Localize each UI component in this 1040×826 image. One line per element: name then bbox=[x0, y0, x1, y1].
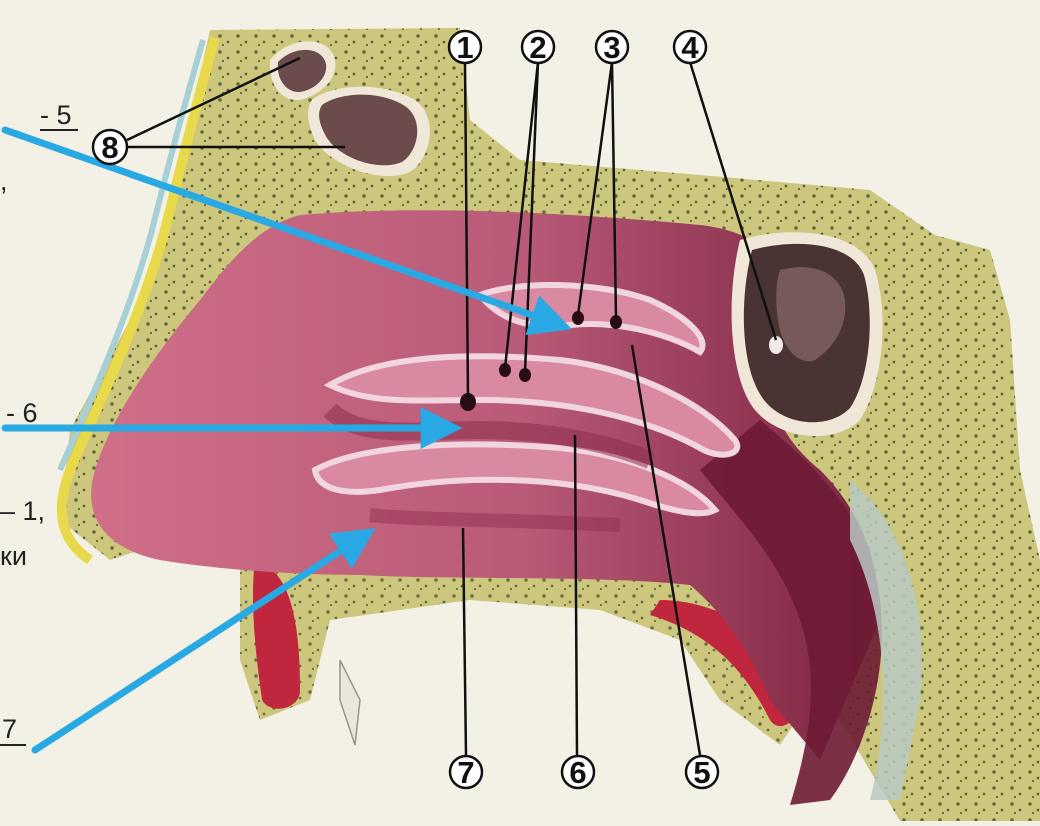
label-7: 7 bbox=[2, 714, 17, 744]
svg-text:5: 5 bbox=[693, 755, 710, 790]
svg-text:6: 6 bbox=[569, 755, 586, 790]
label-ki: ки bbox=[0, 541, 27, 571]
sphenoid-sinus bbox=[732, 232, 883, 436]
svg-text:2: 2 bbox=[529, 30, 546, 65]
callout-6: 6 bbox=[562, 755, 594, 790]
callout-7: 7 bbox=[450, 755, 482, 790]
callout-8: 8 bbox=[93, 130, 127, 165]
callout-3: 3 bbox=[596, 30, 628, 65]
label-5: - 5 bbox=[40, 100, 72, 130]
left-margin-labels: - 5 , - 6 – 1, ки 7 bbox=[0, 100, 78, 745]
svg-text:1: 1 bbox=[456, 30, 473, 65]
svg-text:4: 4 bbox=[681, 30, 699, 65]
label-1: – 1, bbox=[0, 496, 45, 526]
callout-4: 4 bbox=[674, 30, 706, 65]
comma-mark: , bbox=[0, 166, 8, 196]
svg-text:8: 8 bbox=[101, 130, 118, 165]
label-6: - 6 bbox=[6, 398, 38, 428]
svg-text:3: 3 bbox=[603, 30, 620, 65]
callout-2: 2 bbox=[522, 30, 554, 65]
svg-text:7: 7 bbox=[457, 755, 474, 790]
callout-5: 5 bbox=[686, 755, 718, 790]
callout-1: 1 bbox=[449, 30, 481, 65]
